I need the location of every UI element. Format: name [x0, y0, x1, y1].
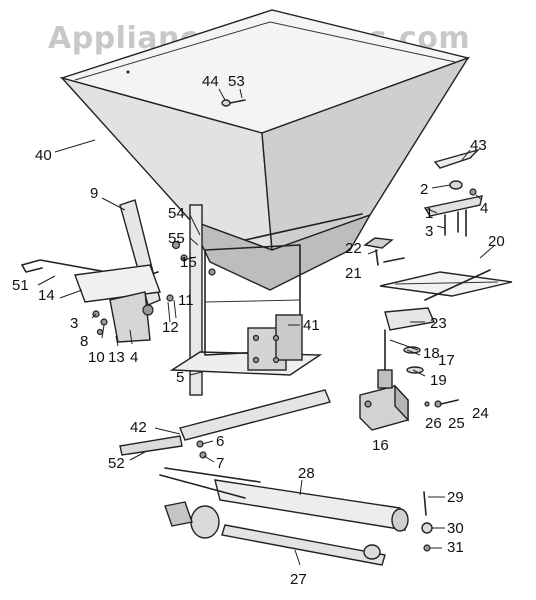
label-17: 17	[438, 352, 455, 369]
label-10: 10	[88, 349, 105, 366]
label-25: 25	[448, 415, 465, 432]
label-1: 1	[425, 205, 433, 222]
label-22: 22	[345, 240, 362, 257]
label-12: 12	[162, 319, 179, 336]
label-2: 2	[420, 181, 428, 198]
callout-labels: 40 44 53 43 2 4 1 3 20 9 54 55 15 22 21 …	[12, 73, 505, 588]
label-31: 31	[447, 539, 464, 556]
label-23: 23	[430, 315, 447, 332]
label-18: 18	[423, 345, 440, 362]
label-55: 55	[168, 230, 185, 247]
label-4a: 4	[480, 200, 488, 217]
label-40: 40	[35, 147, 52, 164]
bolt-44	[218, 88, 246, 107]
label-4b: 4	[130, 349, 138, 366]
label-8: 8	[80, 333, 88, 350]
label-26: 26	[425, 415, 442, 432]
label-30: 30	[447, 520, 464, 537]
label-42: 42	[130, 419, 147, 436]
label-29: 29	[447, 489, 464, 506]
label-28: 28	[298, 465, 315, 482]
leader-lines	[37, 139, 496, 566]
label-14: 14	[38, 287, 55, 304]
label-20: 20	[488, 233, 505, 250]
label-27: 27	[290, 571, 307, 588]
gearbox	[359, 329, 459, 431]
hopper	[59, 9, 471, 291]
label-43: 43	[470, 137, 487, 154]
label-52: 52	[108, 455, 125, 472]
label-5: 5	[176, 369, 184, 386]
label-7: 7	[216, 455, 224, 472]
spinner-assembly	[379, 148, 513, 331]
label-44: 44	[202, 73, 219, 90]
agitator	[363, 237, 405, 266]
label-53: 53	[228, 73, 245, 90]
label-51: 51	[12, 277, 29, 294]
label-21: 21	[345, 265, 362, 282]
label-24: 24	[472, 405, 489, 422]
frame-assembly	[169, 204, 323, 396]
drive-axle	[119, 389, 331, 459]
label-9: 9	[90, 185, 98, 202]
label-54: 54	[168, 205, 185, 222]
label-16: 16	[372, 437, 389, 454]
label-41: 41	[303, 317, 320, 334]
label-3a: 3	[425, 223, 433, 240]
roller-assembly	[159, 467, 433, 566]
label-6: 6	[216, 433, 224, 450]
label-11: 11	[178, 292, 194, 309]
label-13: 13	[108, 349, 125, 366]
label-19: 19	[430, 372, 447, 389]
label-3b: 3	[70, 315, 78, 332]
label-15: 15	[180, 254, 197, 271]
